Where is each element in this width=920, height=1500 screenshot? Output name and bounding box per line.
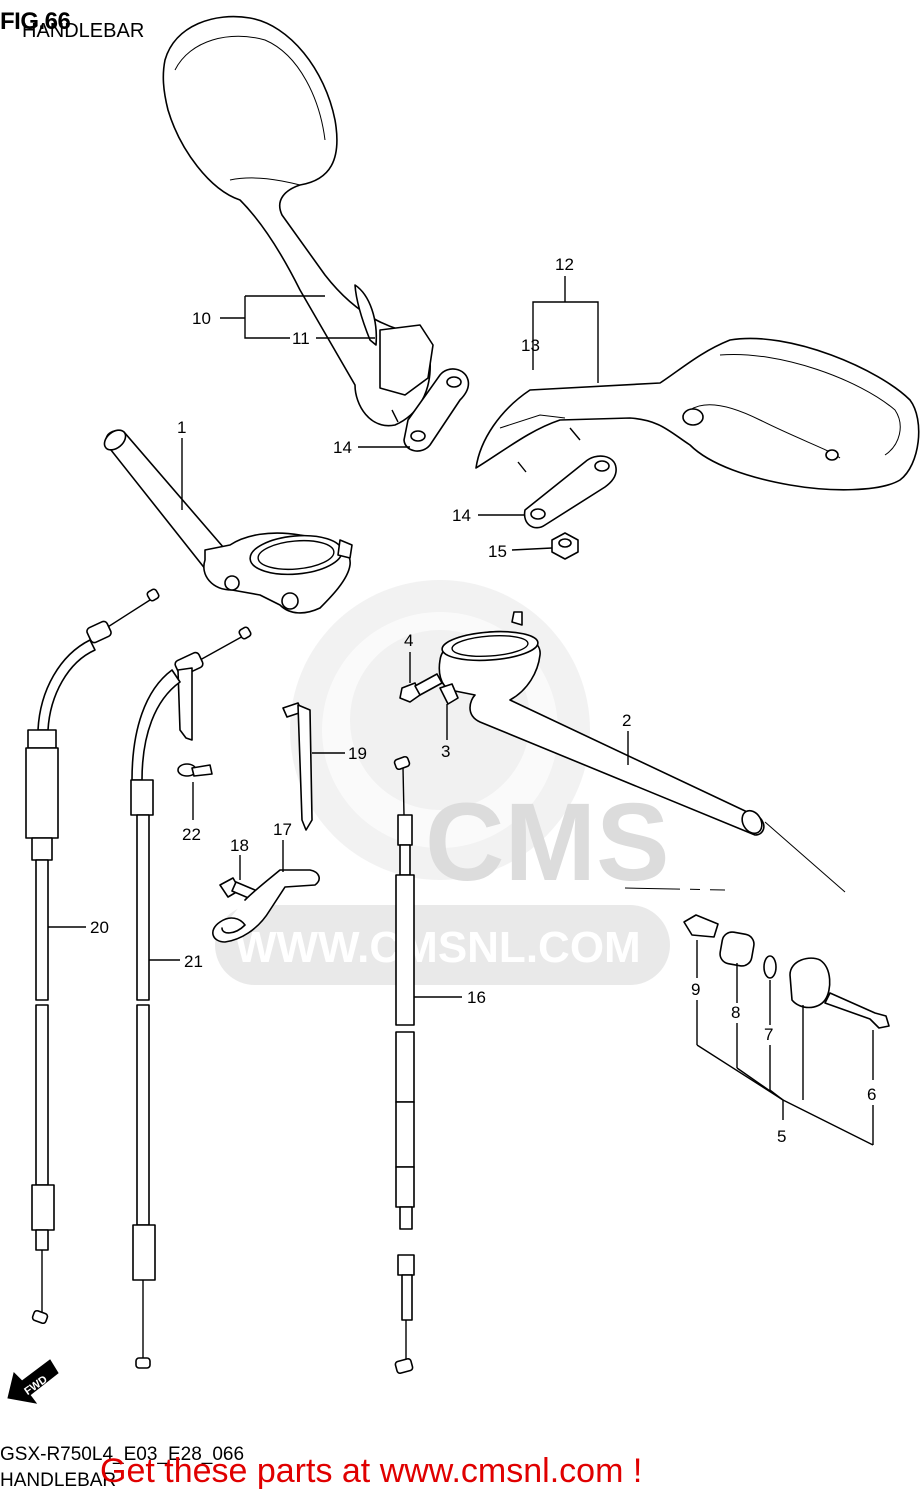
throttle-cable-21 xyxy=(130,626,252,1369)
throttle-cable-20 xyxy=(25,588,160,1325)
weight-5 xyxy=(789,957,831,1009)
cable-16 xyxy=(393,755,415,1374)
callout-21: 21 xyxy=(184,952,203,971)
callout-12: 12 xyxy=(555,255,574,274)
callout-18: 18 xyxy=(230,836,249,855)
callout-2: 2 xyxy=(622,711,631,730)
callout-16: 16 xyxy=(467,988,486,1007)
callout-7: 7 xyxy=(764,1025,773,1044)
callout-9: 9 xyxy=(691,980,700,999)
callout-5: 5 xyxy=(777,1127,786,1146)
clamp-19 xyxy=(282,702,313,831)
callout-4: 4 xyxy=(404,631,413,650)
callout-17: 17 xyxy=(273,820,292,839)
damper-8 xyxy=(719,931,755,967)
watermark-logo: CMS xyxy=(425,781,669,904)
bar-end-weight xyxy=(624,821,890,1029)
callout-14-lower: 14 xyxy=(452,506,471,525)
handlebar-left xyxy=(103,429,353,614)
callout-8: 8 xyxy=(731,1003,740,1022)
guide-17 xyxy=(212,869,320,943)
callout-6: 6 xyxy=(867,1085,876,1104)
figure-number: FIG.66 xyxy=(0,8,71,35)
callout-14-upper: 14 xyxy=(333,438,352,457)
collar-3 xyxy=(439,683,459,705)
bush-9 xyxy=(683,914,719,938)
cta-link[interactable]: Get these parts at www.cmsnl.com ! xyxy=(100,1452,643,1490)
fwd-arrow: FWD xyxy=(7,1359,59,1404)
screw-6 xyxy=(824,992,890,1029)
figure-title: HANDLEBAR xyxy=(22,20,145,42)
callout-19: 19 xyxy=(348,744,367,763)
washer-7 xyxy=(763,955,777,979)
callout-22: 22 xyxy=(182,825,201,844)
diagram-code: GSX-R750L4_E03_E28_066 xyxy=(0,1444,245,1465)
mirror-base-plate-lower xyxy=(523,455,617,529)
callout-1: 1 xyxy=(177,418,186,437)
footer-subtitle: HANDLEBAR xyxy=(0,1470,117,1491)
watermark-url: WWW.CMSNL.COM xyxy=(235,923,641,972)
right-mirror xyxy=(475,337,920,491)
callout-labels: 1 2 3 4 5 6 7 8 9 10 11 12 13 14 14 15 1… xyxy=(90,255,876,1146)
handlebar-right xyxy=(438,611,765,836)
callout-13: 13 xyxy=(521,336,540,355)
left-mirror xyxy=(162,15,434,427)
screw-22 xyxy=(177,763,213,777)
callout-15: 15 xyxy=(488,542,507,561)
callout-20: 20 xyxy=(90,918,109,937)
leader-lines xyxy=(48,276,874,1146)
callout-10: 10 xyxy=(192,309,211,328)
callout-3: 3 xyxy=(441,742,450,761)
cmsnl-watermark: CMS WWW.CMSNL.COM xyxy=(215,580,670,985)
callout-11: 11 xyxy=(292,329,310,348)
bolt-4 xyxy=(399,673,443,703)
